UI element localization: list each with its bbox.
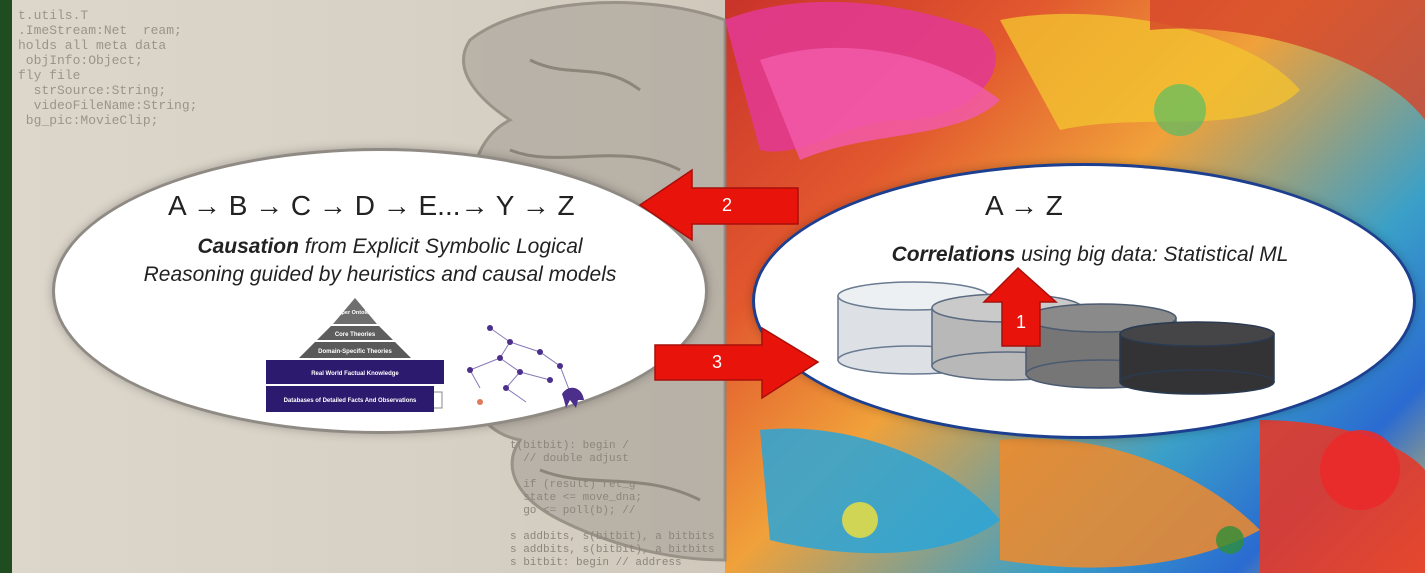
pyramid-label-databases: Databases of Detailed Facts And Observat… [284,398,417,404]
pyramid-level-domain-theories [299,342,411,358]
pyramid-label-domain-theories: Domain-Specific Theories [318,349,392,355]
correlations-keyword: Correlations [891,243,1016,266]
causal-chain-formula: A → B → C → D → E...→ Y → Z [168,190,575,221]
arrow-2-label: 2 [722,195,733,215]
causal-graph-thumbnail [467,325,584,408]
causation-keyword: Causation [197,235,299,258]
code-snippet-top: t.utils.T .ImeStream:Net ream; holds all… [18,8,198,128]
pyramid-level-databases [266,386,434,412]
pyramid-level-upper-ontology [333,298,377,324]
pyramid-label-factual-knowledge: Real World Factual Knowledge [311,371,399,377]
arrow-1-label: 1 [1016,312,1027,332]
database-cylinder-4 [1119,321,1275,395]
arrow-2-left [638,168,799,242]
pyramid-label-core-theories: Core Theories [335,332,376,338]
pyramid-level-factual-knowledge [266,360,444,384]
correlation-caption-rest: using big data: Statistical ML [1015,243,1289,266]
causation-caption-line2: Reasoning guided by heuristics and causa… [143,263,617,286]
pyramid-level-core-theories [317,326,393,340]
graph-glyph [562,387,584,408]
causation-caption-line1: Causation from Explicit Symbolic Logical [110,235,670,259]
correlation-formula: A → Z [985,190,1063,221]
correlation-caption: Correlations using big data: Statistical… [810,243,1370,267]
left-border-bar [0,0,12,573]
causation-caption-rest: from Explicit Symbolic Logical [298,235,583,258]
knowledge-pyramid: Upper Ontology Core Theories Domain-Spec… [266,298,444,412]
arrow-1-up [982,266,1058,347]
code-snippet-bottom: t(bitbit): begin / // double adjust if (… [510,440,715,569]
pyramid-label-upper-ontology: Upper Ontology [334,310,376,316]
arrow-3-label: 3 [712,352,723,372]
arrow-3-right [654,326,820,400]
